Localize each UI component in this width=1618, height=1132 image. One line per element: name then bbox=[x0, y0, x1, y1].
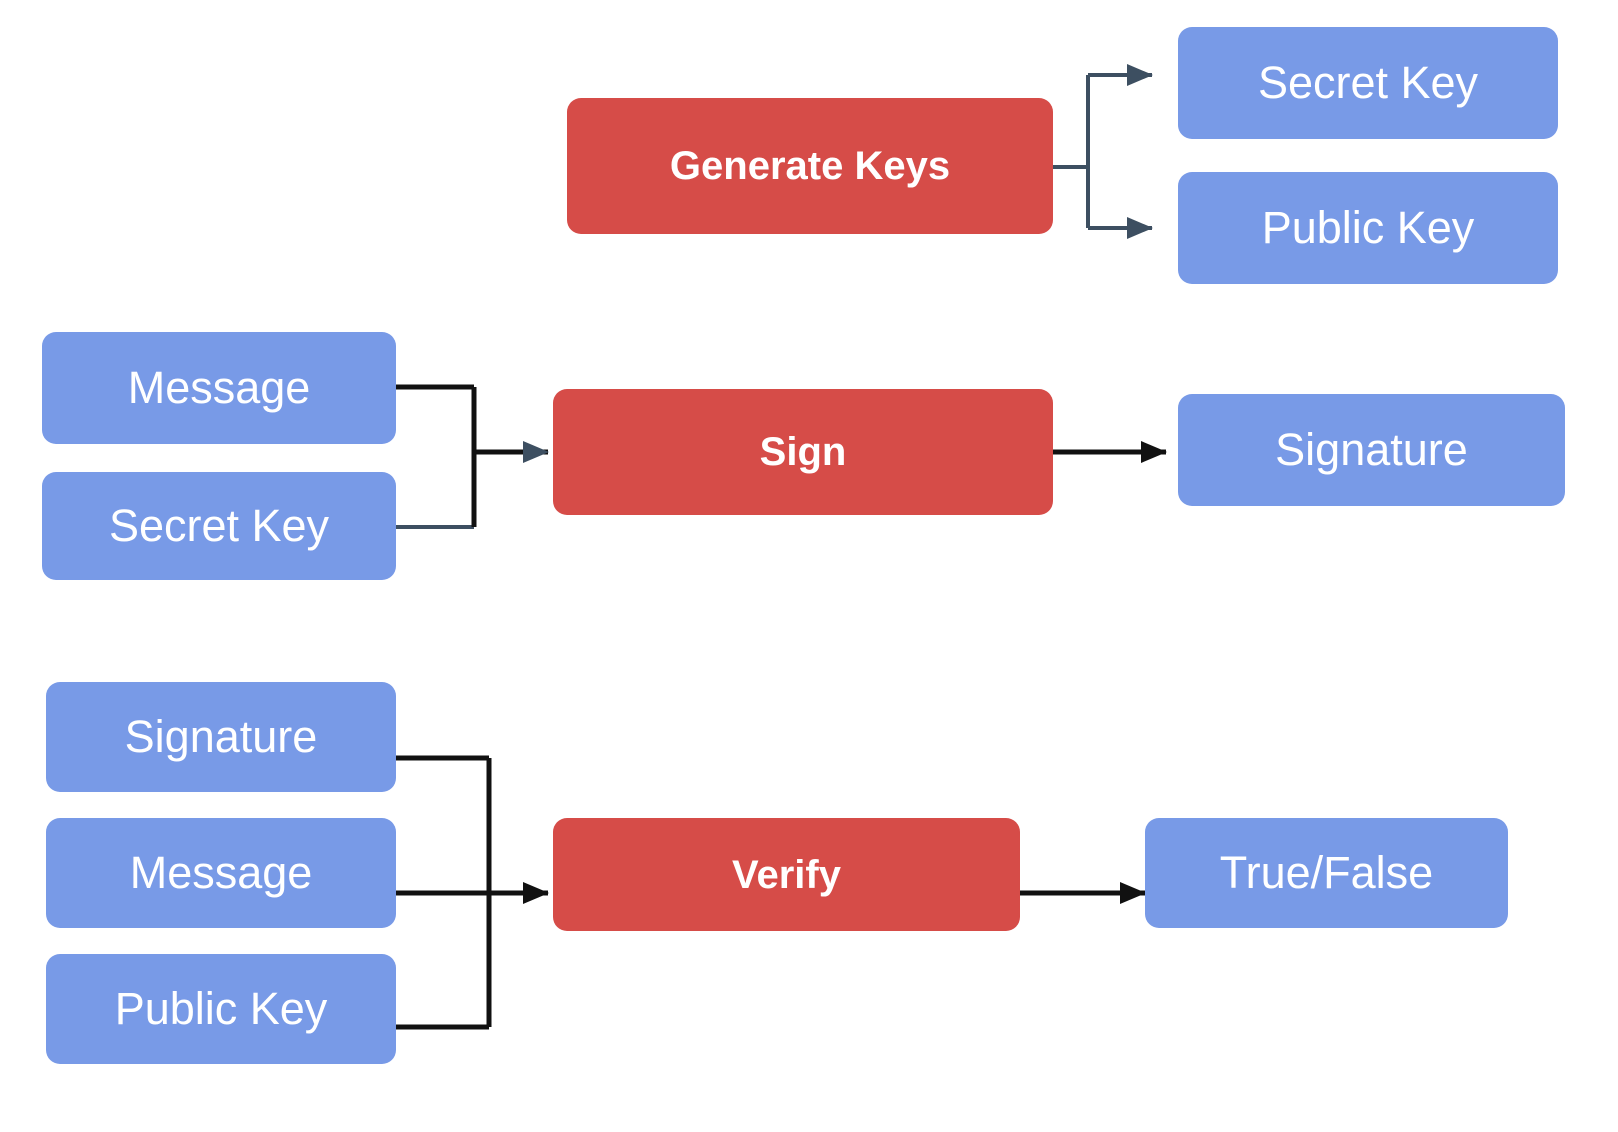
data-secret-key-output[interactable]: Secret Key bbox=[1178, 27, 1558, 139]
data-signature-verify-input-label: Signature bbox=[124, 711, 318, 763]
data-signature-verify-input[interactable]: Signature bbox=[46, 682, 396, 792]
process-generate-keys[interactable]: Generate Keys bbox=[567, 98, 1053, 234]
data-secret-key-sign-input-label: Secret Key bbox=[108, 500, 330, 552]
data-true-false-output[interactable]: True/False bbox=[1145, 818, 1508, 928]
data-public-key-verify-input[interactable]: Public Key bbox=[46, 954, 396, 1064]
data-secret-key-output-label: Secret Key bbox=[1257, 57, 1479, 109]
data-public-key-output[interactable]: Public Key bbox=[1178, 172, 1558, 284]
process-verify[interactable]: Verify bbox=[553, 818, 1020, 931]
data-true-false-output-label: True/False bbox=[1219, 847, 1434, 899]
connector-sign-inputs bbox=[396, 384, 549, 529]
data-secret-key-sign-input[interactable]: Secret Key bbox=[42, 472, 396, 580]
data-public-key-output-label: Public Key bbox=[1261, 202, 1475, 254]
data-message-verify-input-label: Message bbox=[129, 847, 313, 899]
data-signature-output-label: Signature bbox=[1275, 424, 1468, 476]
process-sign[interactable]: Sign bbox=[553, 389, 1053, 515]
connector-generate-keys-fanout bbox=[1053, 64, 1153, 239]
data-public-key-verify-input-label: Public Key bbox=[114, 983, 328, 1035]
data-message-sign-input-label: Message bbox=[127, 362, 311, 414]
process-verify-label: Verify bbox=[732, 852, 841, 897]
data-message-sign-input[interactable]: Message bbox=[42, 332, 396, 444]
data-message-verify-input[interactable]: Message bbox=[46, 818, 396, 928]
data-signature-output[interactable]: Signature bbox=[1178, 394, 1565, 506]
process-generate-keys-label: Generate Keys bbox=[669, 144, 951, 188]
connector-verify-inputs bbox=[396, 755, 549, 1030]
process-sign-label: Sign bbox=[759, 430, 847, 474]
